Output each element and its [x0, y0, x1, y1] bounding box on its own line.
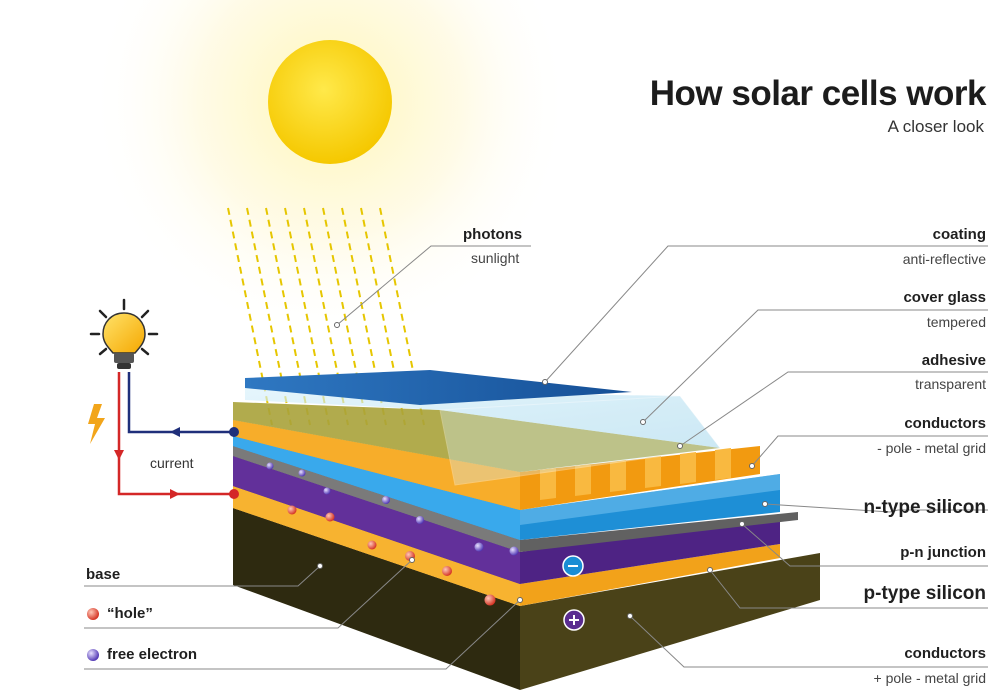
layer-cover-glass: [245, 386, 721, 486]
arrow-positive: [170, 489, 180, 499]
layer-n-type: [233, 436, 780, 540]
electron-icon: [474, 542, 484, 552]
wire-positive: [117, 372, 234, 496]
layer-base: [233, 508, 820, 690]
label-adhesive-sub: transparent: [915, 376, 986, 392]
label-base: base: [86, 566, 121, 583]
hole-icon: [367, 540, 377, 550]
lightning-icon: [88, 404, 105, 444]
leader-dots: [317, 322, 768, 619]
label-cover-glass-sub: tempered: [926, 314, 986, 330]
electron-icon: [382, 496, 390, 504]
layer-adhesive: [233, 402, 720, 472]
layer-conductor-bottom: [233, 486, 780, 606]
label-n-type: n-type silicon: [863, 497, 986, 518]
hole-icon: [484, 594, 496, 606]
layer-conductor-top: [233, 420, 760, 510]
label-photons-sub: sunlight: [471, 250, 520, 266]
label-conductors-top-sub: - pole - metal grid: [877, 440, 986, 456]
label-p-type: p-type silicon: [863, 583, 986, 604]
minus-icon: [562, 555, 584, 577]
hole-icon: [325, 512, 335, 522]
label-coating: coating: [932, 226, 986, 243]
label-conductors-bottom: conductors: [904, 645, 986, 662]
electron-icon: [323, 487, 331, 495]
label-pn-junction: p-n junction: [900, 544, 986, 561]
label-hole: “hole”: [107, 605, 153, 622]
label-coating-sub: anti-reflective: [902, 251, 986, 267]
leader-lines: [84, 245, 988, 670]
electron-icon: [416, 516, 424, 524]
circuit-arrows: [114, 427, 180, 499]
electron-icon: [266, 462, 274, 470]
label-free-electron: free electron: [107, 646, 198, 663]
legend-hole-icon: [87, 608, 99, 620]
label-current: current: [150, 455, 194, 471]
page-title: How solar cells work: [649, 74, 987, 113]
lightbulb-icon: [89, 298, 159, 369]
charge-carriers: [266, 462, 519, 606]
legend-electron-icon: [87, 649, 99, 661]
arrow-down: [114, 450, 124, 460]
label-conductors-top: conductors: [904, 415, 986, 432]
label-conductors-bottom-sub: + pole - metal grid: [873, 670, 986, 686]
arrow-negative: [170, 427, 180, 437]
label-cover-glass: cover glass: [903, 289, 986, 306]
electron-icon: [509, 546, 519, 556]
layer-p-type: [233, 456, 780, 584]
sun-icon: [90, 0, 570, 342]
hole-icon: [442, 566, 452, 576]
plus-icon: [563, 609, 585, 631]
label-adhesive: adhesive: [921, 352, 986, 369]
wire-negative: [127, 372, 234, 434]
terminal-positive: [229, 489, 239, 499]
hole-icon: [287, 505, 297, 515]
page-subtitle: A closer look: [887, 117, 984, 136]
label-photons: photons: [463, 226, 523, 243]
circuit-wires: [117, 372, 234, 496]
layer-coating: [245, 370, 632, 405]
electron-icon: [298, 469, 306, 477]
terminal-negative: [229, 427, 239, 437]
